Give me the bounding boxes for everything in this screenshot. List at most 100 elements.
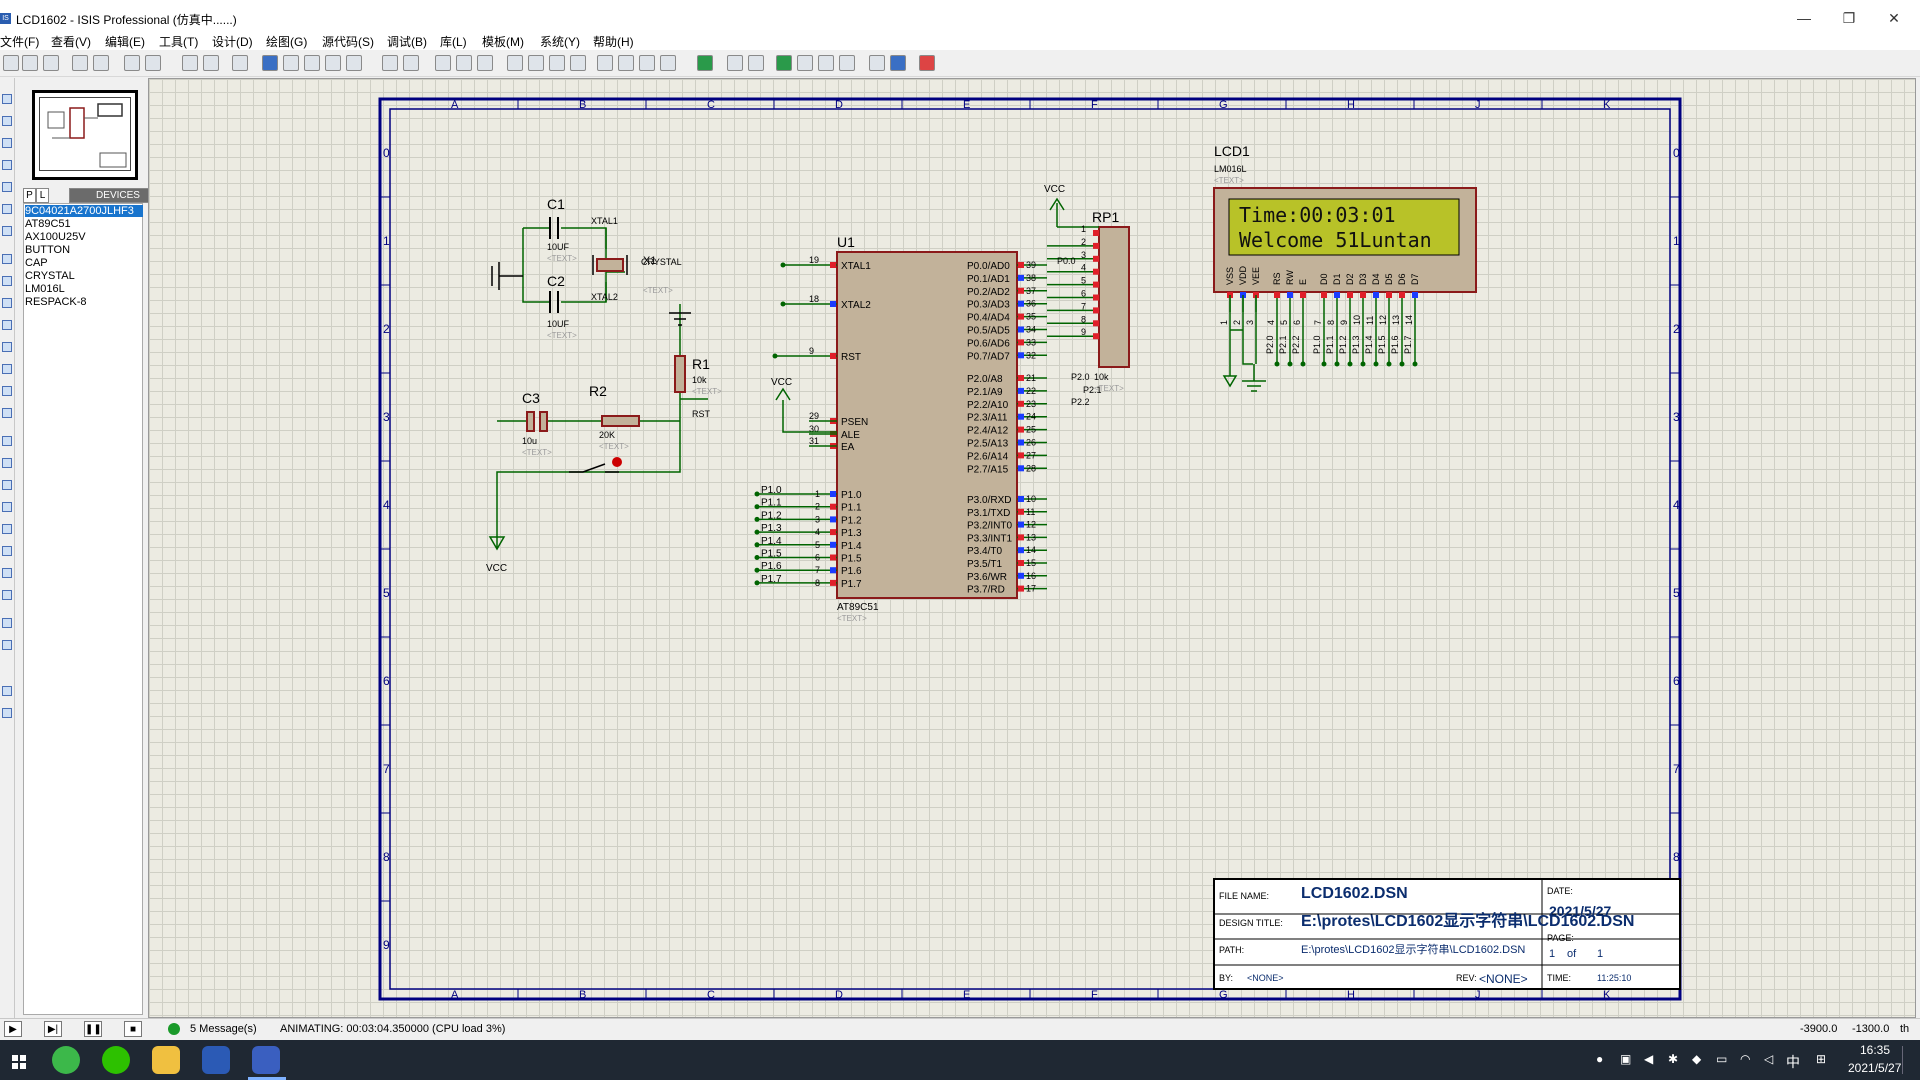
app-tray-icon[interactable]: ▣ [1620,1052,1632,1066]
file-explorer-icon[interactable] [152,1046,180,1074]
speaker-tray-icon[interactable]: ◀ [1644,1052,1654,1066]
exit-to-parent-icon[interactable] [818,55,834,71]
ares-icon[interactable] [919,55,935,71]
device-pin-icon[interactable] [2,276,12,286]
step-icon[interactable]: ▶| [44,1021,62,1037]
r1-resistor[interactable] [674,355,686,393]
block-copy-icon[interactable] [507,55,523,71]
junction-dot-icon[interactable] [2,138,12,148]
windows-start-icon[interactable] [4,1046,34,1074]
rotate-ccw-icon[interactable] [2,640,12,650]
component-mode-icon[interactable] [2,116,12,126]
copy-icon[interactable] [456,55,472,71]
volume-icon[interactable]: ◁ [1764,1052,1774,1066]
menu-file[interactable]: 文件(F) [0,35,40,49]
info-icon[interactable] [168,1023,180,1035]
block-delete-icon[interactable] [570,55,586,71]
menu-help[interactable]: 帮助(H) [593,35,634,49]
browser-icon[interactable] [52,1046,80,1074]
menu-view[interactable]: 查看(V) [51,35,91,49]
graph-icon[interactable] [2,298,12,308]
clock-time[interactable]: 16:35 [1860,1043,1891,1057]
pan-icon[interactable] [262,55,278,71]
bill-of-materials-icon[interactable] [839,55,855,71]
generator-icon[interactable] [2,342,12,352]
wifi-icon[interactable]: ◠ [1740,1052,1751,1066]
remove-sheet-icon[interactable] [797,55,813,71]
block-rotate-icon[interactable] [549,55,565,71]
mirror-x-icon[interactable] [2,686,12,696]
electrical-check-icon[interactable] [869,55,885,71]
menu-graph[interactable]: 绘图(G) [266,35,308,49]
battery-icon[interactable]: ▭ [1716,1052,1728,1066]
pick-devices-tab[interactable]: P [23,188,36,203]
device-item[interactable]: CAP [25,257,48,269]
device-item[interactable]: LM016L [25,283,65,295]
print-area-icon[interactable] [145,55,161,71]
menu-source[interactable]: 源代码(S) [322,35,374,49]
show-desktop-button[interactable] [1902,1046,1913,1074]
print-icon[interactable] [124,55,140,71]
minimize-button[interactable]: — [1797,10,1811,26]
text-script-icon[interactable] [2,182,12,192]
overview-window[interactable] [32,90,138,180]
restore-button[interactable]: ❐ [1842,10,1856,26]
device-item[interactable]: AX100U25V [25,231,86,243]
packaging-icon[interactable] [639,55,655,71]
menu-tools[interactable]: 工具(T) [159,35,199,49]
menu-debug[interactable]: 调试(B) [387,35,427,49]
current-probe-icon[interactable] [2,386,12,396]
block-move-icon[interactable] [528,55,544,71]
zoom-in-icon[interactable] [283,55,299,71]
new-file-icon[interactable] [3,55,19,71]
stop-icon[interactable]: ■ [124,1021,142,1037]
wps-writer-icon[interactable] [202,1046,230,1074]
virtual-instrument-icon[interactable] [2,408,12,418]
input-mode-icon[interactable]: ⊞ [1816,1052,1827,1066]
subcircuit-icon[interactable] [2,226,12,236]
decompose-icon[interactable] [660,55,676,71]
bus-icon[interactable] [2,204,12,214]
wire-label-icon[interactable] [2,160,12,170]
close-button[interactable]: ✕ [1888,10,1900,26]
device-list[interactable]: 9C04021A2700JLHF3 AT89C51 AX100U25V BUTT… [23,203,143,1015]
undo-icon[interactable] [382,55,398,71]
crystal-symbol[interactable] [596,258,624,272]
r2-resistor[interactable] [601,415,640,427]
paste-icon[interactable] [477,55,493,71]
play-icon[interactable]: ▶ [4,1021,22,1037]
zoom-out-icon[interactable] [304,55,320,71]
rotate-cw-icon[interactable] [2,618,12,628]
ime-indicator[interactable]: 中 [1786,1054,1800,1070]
search-tag-icon[interactable] [727,55,743,71]
device-item[interactable]: AT89C51 [25,218,71,230]
reset-button[interactable] [612,457,622,467]
property-assignment-icon[interactable] [748,55,764,71]
wechat-icon[interactable] [102,1046,130,1074]
library-manager-tab[interactable]: L [36,188,49,203]
voltage-probe-icon[interactable] [2,364,12,374]
menu-template[interactable]: 模板(M) [482,35,524,49]
pick-device-icon[interactable] [597,55,613,71]
cut-icon[interactable] [435,55,451,71]
terminal-icon[interactable] [2,254,12,264]
save-file-icon[interactable] [43,55,59,71]
zoom-all-icon[interactable] [325,55,341,71]
clock-date[interactable]: 2021/5/27 [1848,1061,1902,1075]
box-icon[interactable] [2,458,12,468]
symbol-icon[interactable] [2,568,12,578]
make-device-icon[interactable] [618,55,634,71]
menu-system[interactable]: 系统(Y) [540,35,580,49]
circle-icon[interactable] [2,480,12,490]
bluetooth-icon[interactable]: ✱ [1668,1052,1679,1066]
pause-icon[interactable]: ❚❚ [84,1021,102,1037]
line-icon[interactable] [2,436,12,446]
arc-icon[interactable] [2,502,12,512]
open-file-icon[interactable] [22,55,38,71]
security-icon[interactable]: ◆ [1692,1052,1702,1066]
marker-icon[interactable] [2,590,12,600]
mirror-y-icon[interactable] [2,708,12,718]
lcd1-lm016l[interactable]: LCD1 LM016L <TEXT> Time:00:03:01 Welcome… [1213,143,1477,392]
